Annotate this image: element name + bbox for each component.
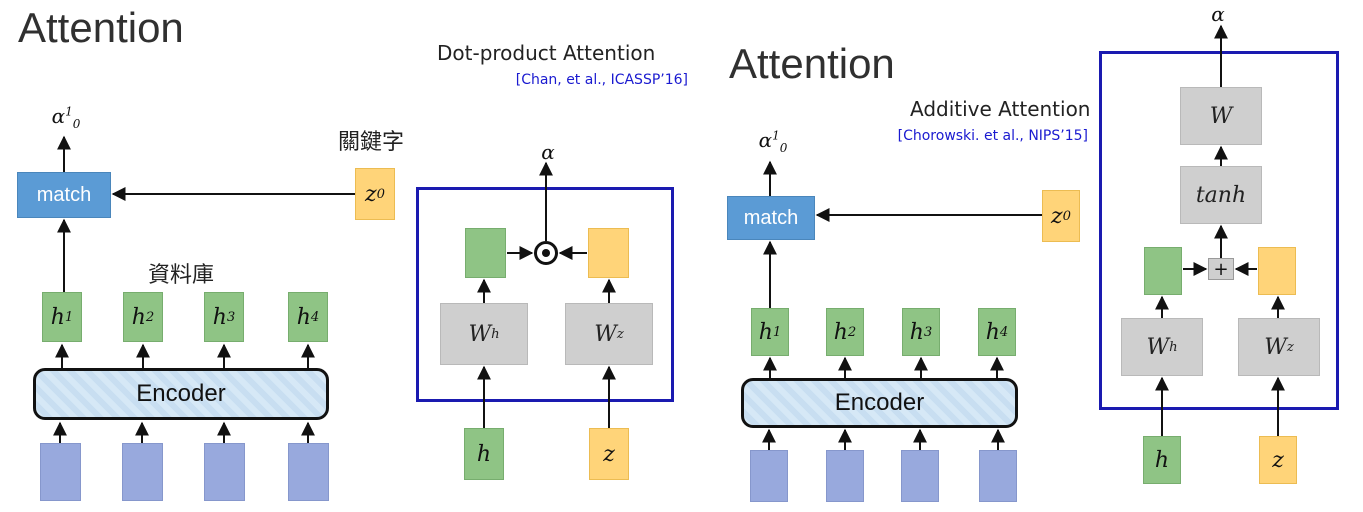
keyword-label: 關鍵字 bbox=[338, 130, 405, 155]
left-input-4 bbox=[288, 443, 329, 501]
right-slide-title: Attention bbox=[729, 40, 895, 87]
dot-input-h: h bbox=[464, 428, 504, 480]
additive-citation: [Chorowski. et al., NIPS’15] bbox=[897, 128, 1088, 144]
left-encoder-box: Encoder bbox=[33, 368, 329, 420]
dot-product-title: Dot-product Attention bbox=[437, 41, 656, 65]
dot-projected-h bbox=[465, 228, 506, 278]
additive-frame bbox=[1099, 51, 1339, 410]
right-input-4 bbox=[979, 450, 1017, 502]
right-input-2 bbox=[826, 450, 864, 502]
additive-tanh-box: tanh bbox=[1180, 166, 1262, 224]
additive-title: Additive Attention bbox=[910, 97, 1091, 121]
dot-product-citation: [Chan, et al., ICASSP’16] bbox=[515, 72, 688, 88]
additive-input-h: h bbox=[1143, 436, 1181, 484]
right-encoder-box: Encoder bbox=[741, 378, 1018, 428]
dot-product-operator-dot bbox=[542, 249, 550, 257]
right-input-1 bbox=[750, 450, 788, 502]
additive-plus-operator: + bbox=[1208, 258, 1234, 280]
left-input-1 bbox=[40, 443, 81, 501]
additive-projected-z bbox=[1258, 247, 1296, 295]
right-match-box: match bbox=[727, 196, 815, 240]
right-input-3 bbox=[901, 450, 939, 502]
dot-product-frame bbox=[416, 187, 674, 402]
left-input-2 bbox=[122, 443, 163, 501]
left-alpha-output: α10 bbox=[51, 104, 81, 131]
additive-alpha-output: α bbox=[1211, 2, 1225, 26]
left-slide-title: Attention bbox=[18, 4, 184, 51]
additive-input-z: z bbox=[1259, 436, 1297, 484]
database-label: 資料庫 bbox=[148, 263, 215, 288]
additive-weight-w: W bbox=[1180, 87, 1262, 145]
left-input-3 bbox=[204, 443, 245, 501]
dot-alpha-output: α bbox=[541, 140, 555, 164]
additive-projected-h bbox=[1144, 247, 1182, 295]
right-alpha-output: α10 bbox=[758, 128, 788, 155]
left-match-box: match bbox=[17, 172, 111, 218]
dot-input-z: z bbox=[589, 428, 629, 480]
dot-product-operator bbox=[534, 241, 558, 265]
dot-projected-z bbox=[588, 228, 629, 278]
